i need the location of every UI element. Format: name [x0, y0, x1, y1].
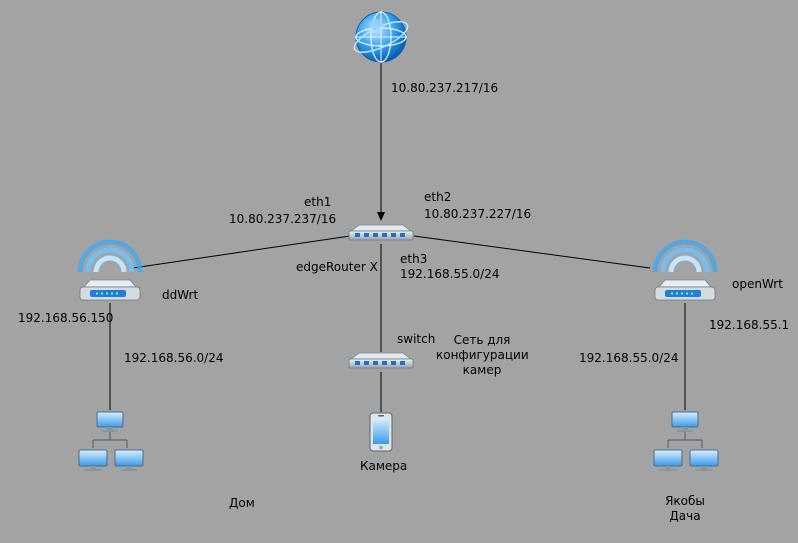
eth3-label: eth3	[400, 252, 428, 266]
switch-icon	[348, 352, 414, 369]
edgerouter-name-label: edgeRouter X	[296, 260, 378, 274]
camera-label: Камера	[360, 459, 408, 473]
home-network-icon	[78, 411, 144, 471]
switch-note-line3: камер	[462, 363, 502, 377]
links	[109, 62, 686, 412]
link-edgerouter-ddwrt	[132, 235, 351, 269]
dacha-site-label: Якобы Дача	[655, 494, 715, 524]
switch-name-label: switch	[397, 332, 436, 346]
eth2-label: eth2	[424, 190, 452, 204]
openwrt-ip-label: 192.168.55.1	[709, 318, 790, 332]
edgerouter-x-icon	[348, 224, 414, 241]
internet-ip-label: 10.80.237.217/16	[391, 81, 499, 95]
ddwrt-name-label: ddWrt	[162, 288, 199, 302]
camera-phone-icon	[369, 412, 393, 452]
internet-globe-icon	[353, 11, 409, 63]
eth2-ip-label: 10.80.237.227/16	[424, 207, 532, 221]
switch-note-label: Сеть для конфигурации камер	[436, 333, 529, 378]
ddwrt-ip-label: 192.168.56.150	[18, 311, 114, 325]
switch-note-line1: Сеть для	[453, 333, 511, 347]
eth1-label: eth1	[304, 195, 332, 209]
home-site-label: Дом	[229, 496, 255, 510]
ddwrt-wifi-router-icon	[77, 239, 143, 301]
ddwrt-subnet-label: 192.168.56.0/24	[124, 351, 224, 365]
openwrt-wifi-router-icon	[652, 239, 718, 301]
openwrt-name-label: openWrt	[732, 277, 783, 291]
dacha-network-icon	[653, 411, 719, 471]
eth1-ip-label: 10.80.237.237/16	[229, 212, 337, 226]
dacha-site-line1: Якобы	[665, 494, 705, 508]
link-edgerouter-openwrt	[413, 235, 651, 269]
switch-note-line2: конфигурации	[436, 348, 529, 362]
dacha-site-line2: Дача	[669, 509, 701, 523]
eth3-ip-label: 192.168.55.0/24	[400, 267, 500, 281]
openwrt-subnet-label: 192.168.55.0/24	[579, 351, 679, 365]
